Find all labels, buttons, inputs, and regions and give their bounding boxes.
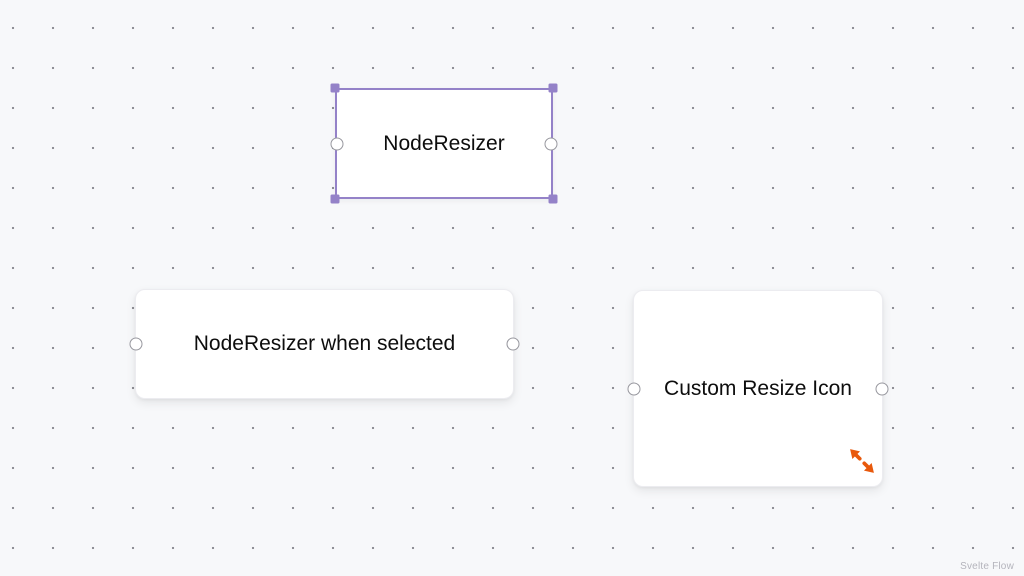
source-handle-right[interactable] (875, 382, 889, 395)
resize-handle-top-left[interactable] (330, 83, 340, 93)
node-custom-resize-icon[interactable]: Custom Resize Icon (627, 290, 889, 487)
source-handle-right[interactable] (506, 337, 520, 351)
target-handle-left[interactable] (627, 382, 641, 395)
node-noderesizer-when-selected[interactable]: NodeResizer when selected (129, 289, 520, 399)
resize-handle-bottom-left[interactable] (330, 194, 340, 204)
source-handle-right[interactable] (544, 137, 558, 150)
target-handle-left[interactable] (129, 337, 143, 351)
node-label: Custom Resize Icon (664, 376, 852, 400)
diagonal-resize-arrow-icon[interactable] (845, 444, 879, 478)
node-noderesizer[interactable]: NodeResizer (330, 83, 558, 204)
target-handle-left[interactable] (330, 137, 344, 150)
resize-handle-bottom-right[interactable] (548, 194, 558, 204)
node-label: NodeResizer when selected (193, 332, 456, 355)
svelte-flow-attribution: Svelte Flow (960, 561, 1014, 572)
node-label: NodeResizer (383, 131, 505, 155)
resize-handle-top-right[interactable] (548, 83, 558, 93)
